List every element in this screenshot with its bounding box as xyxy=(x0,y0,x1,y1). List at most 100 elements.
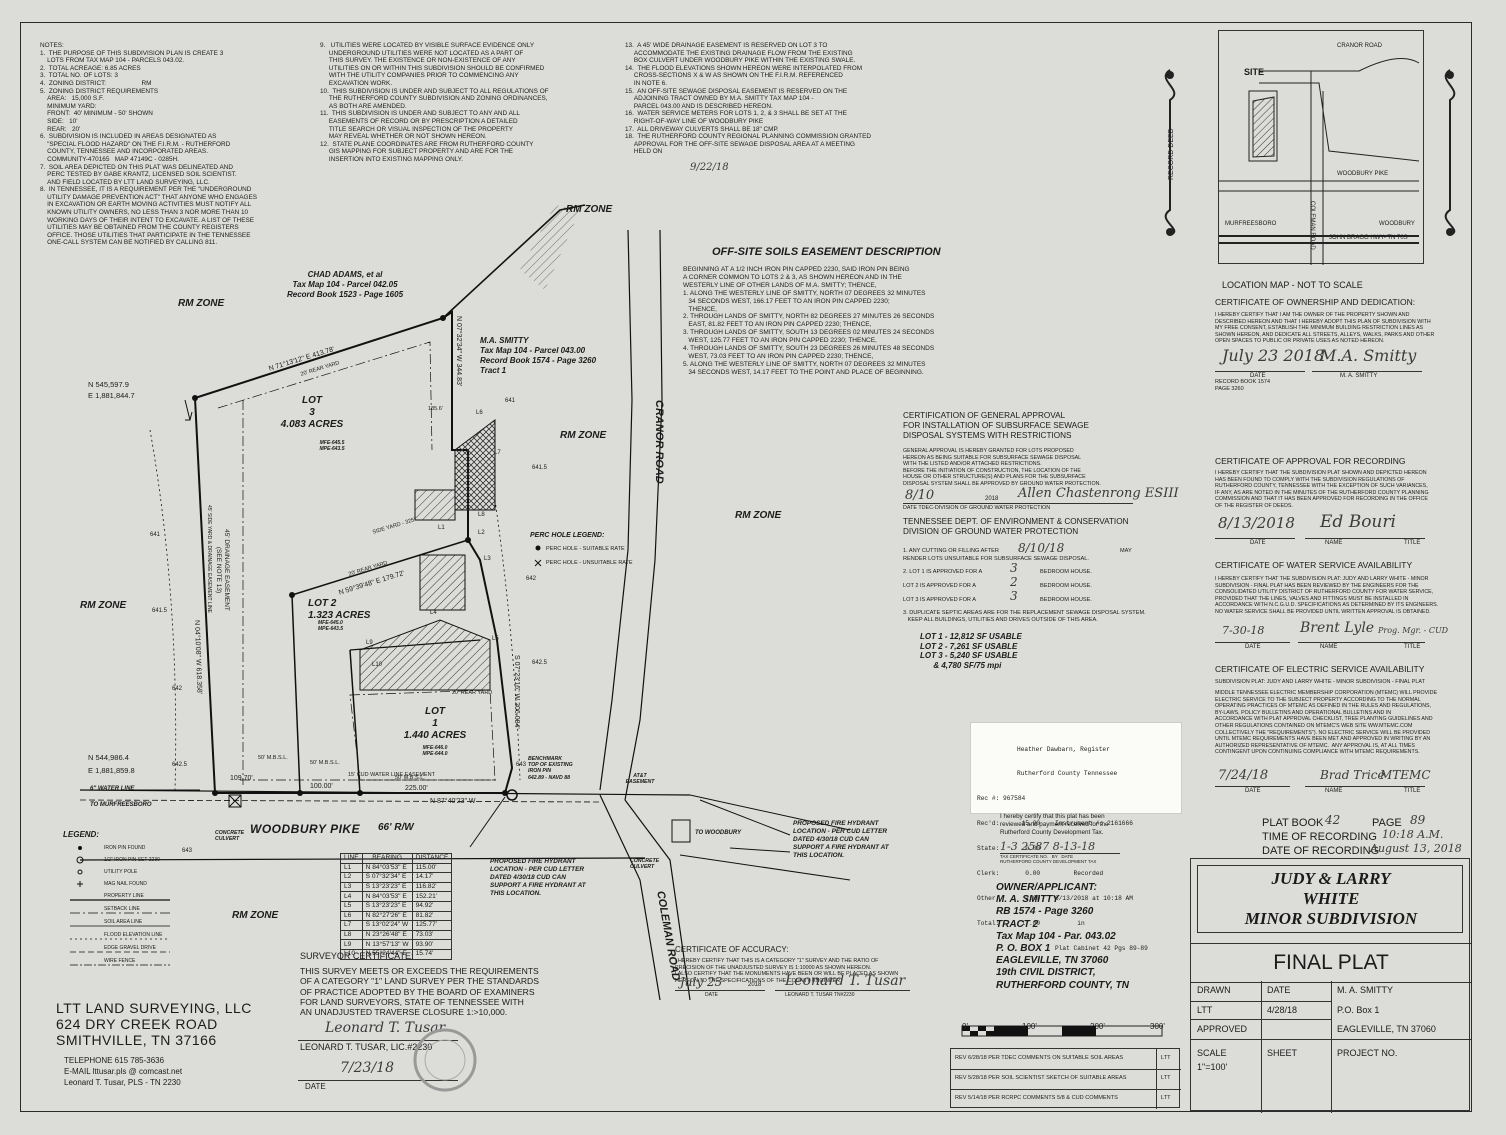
rear-yard-lot1: 20' REAR YARD xyxy=(452,690,493,696)
cert-electric-name-label: NAME xyxy=(1325,788,1343,794)
line-table-cell-distance: 152.21' xyxy=(411,891,453,902)
scale-value: 1"=100' xyxy=(1197,1062,1228,1072)
lot-2-elev: MFE-645.0 MPE-643.5 xyxy=(318,620,344,632)
line-table-cell-line: L3 xyxy=(340,881,363,893)
line-table-cell-bearing: N 84°03'53" E xyxy=(361,891,413,902)
location-cranor-road: CRANOR ROAD xyxy=(1337,43,1383,49)
legend-item-3: UTILITY POLE xyxy=(104,869,138,875)
cert-electric-subtitle: SUBDIVISION PLAT: JUDY AND LARRY WHITE -… xyxy=(1215,679,1425,685)
owner-line-8: RUTHERFORD COUNTY, TN xyxy=(996,979,1129,991)
tdec-dept: TENNESSEE DEPT. OF ENVIRONMENT & CONSERV… xyxy=(903,517,1129,537)
line-table-header-bearing: BEARING xyxy=(361,853,413,864)
surveyor-sig-line xyxy=(298,1040,458,1041)
contour-641-west: 641 xyxy=(150,532,161,538)
contour-642-east: 642 xyxy=(526,576,537,582)
sheet-label: SHEET xyxy=(1267,1048,1298,1058)
accuracy-title: CERTIFICATE OF ACCURACY: xyxy=(675,945,789,954)
cert-water-title-signature: Prog. Mgr. - CUD xyxy=(1378,626,1449,635)
distance-100: 100.00' xyxy=(310,783,333,790)
att-easement-label: AT&T EASEMENT xyxy=(625,773,655,786)
cert-water-date-line xyxy=(1215,642,1290,643)
line-table-cell-distance: 15.74' xyxy=(411,948,453,960)
cert-water-title-label: TITLE xyxy=(1404,644,1421,650)
cert-ownership-date-signature: July 23 2018 xyxy=(1222,346,1325,365)
tdec-sig-caption: DATE TDEC-DIVISION OF GROUND WATER PROTE… xyxy=(903,505,1051,511)
cert-approval-name-line xyxy=(1305,538,1425,539)
surveyor-name: LEONARD T. TUSAR, LIC.#2230 xyxy=(300,1042,433,1052)
location-john-bragg: JOHN BRAGG HWY- TN 70S xyxy=(1329,235,1408,241)
record-deed-ornament xyxy=(1164,69,1176,236)
date-label: DATE xyxy=(1267,985,1291,995)
line-table-cell-distance: 14.17' xyxy=(411,872,453,883)
line-table-cell-line: L1 xyxy=(340,862,363,874)
msbl-label-3: 50' M.B.S.L. xyxy=(395,775,425,781)
line-table-cell-distance: 93.90' xyxy=(411,939,453,950)
revision-3-by: LTT xyxy=(1161,1095,1171,1101)
scale-bar xyxy=(961,1025,1163,1037)
to-woodbury: TO WOODBURY xyxy=(695,830,742,836)
right-ornament xyxy=(1444,69,1456,236)
cert-approval-body: I HEREBY CERTIFY THAT THE SUBDIVISION PL… xyxy=(1215,470,1429,509)
line-table-cell-line: L5 xyxy=(340,900,363,912)
cert-ownership-date-line xyxy=(1215,371,1305,372)
fire-hydrant-west: PROPOSED FIRE HYDRANT LOCATION - PER CUD… xyxy=(490,858,586,897)
tdec-item1-date: 8/10/18 xyxy=(1018,541,1065,555)
bearing-east: N 07°32'34" W 344.83' xyxy=(455,316,462,387)
line-table-header-line: LINE xyxy=(340,853,363,864)
cert-approval-date-label: DATE xyxy=(1250,540,1266,546)
cud-easement-label: 15' CUD WATER LINE EASEMENT xyxy=(348,772,435,778)
culvert-west: CONCRETE CULVERT xyxy=(215,830,245,843)
owner-line-5: P. O. BOX 1 xyxy=(996,943,1051,955)
accuracy-signature: Leonard T. Tusar xyxy=(785,973,906,989)
notes-column-2: 9. UTILITIES WERE LOCATED BY VISIBLE SUR… xyxy=(320,42,549,163)
tdec-item1-may: MAY xyxy=(1120,548,1132,554)
register-line-9: Plat Cabinet 42 Pgs 89-89 xyxy=(977,944,1148,952)
cert-approval-date-signature: 8/13/2018 xyxy=(1218,514,1295,532)
location-map-graphic xyxy=(1219,58,1420,265)
company-addr1: 624 DRY CREEK ROAD xyxy=(56,1016,218,1032)
surveyor-title: SURVEYOR CERTIFICATE: xyxy=(300,951,414,961)
line-table-cell-distance: 94.92' xyxy=(411,900,453,912)
line-l5: L5 xyxy=(492,636,499,642)
accuracy-body: I HEREBY CERTIFY THAT THIS IS A CATEGORY… xyxy=(675,958,899,984)
perc-legend-title: PERC HOLE LEGEND: xyxy=(530,532,605,539)
register-line-1: Heather Dawbarn, Register xyxy=(1017,745,1110,753)
revision-1: REV 6/28/18 PER TDEC COMMENTS ON SUITABL… xyxy=(955,1055,1124,1061)
register-line-3: Rec #: 967584 xyxy=(977,795,1026,803)
rm-zone-east: RM ZONE xyxy=(560,430,607,441)
rm-zone-south: RM ZONE xyxy=(232,910,279,921)
company-contact: TELEPHONE 615 785-3636 E-MAIL lttusar.pl… xyxy=(64,1055,182,1088)
surveyor-body: THIS SURVEY MEETS OR EXCEEDS THE REQUIRE… xyxy=(300,966,539,1018)
perc-ok-label: PERC HOLE - SUITABLE RATE xyxy=(546,546,625,552)
cert-water-title: CERTIFICATE OF WATER SERVICE AVAILABILIT… xyxy=(1215,560,1413,570)
register-line-4: Rec'd: 15.00 Instrument #: 2161666 xyxy=(977,820,1133,828)
location-woodbury-pike: WOODBURY PIKE xyxy=(1337,171,1389,177)
owner-block: OWNER/APPLICANT: M. A. SMITTY RB 1574 - … xyxy=(996,882,1129,992)
register-line-7: Other: 2.00 8/13/2018 at 10:18 AM xyxy=(977,894,1133,902)
title-owner: M. A. SMITTY xyxy=(1337,985,1394,995)
title-owner-addr1: P.O. Box 1 xyxy=(1337,1005,1380,1015)
register-line-6: Clerk: 0.00 Recorded xyxy=(977,870,1104,878)
line-table-cell-bearing: S 13°23'23" E xyxy=(361,881,413,893)
company-name: LTT LAND SURVEYING, LLC xyxy=(56,1000,252,1016)
cert-electric-date-label: DATE xyxy=(1245,788,1261,794)
woodbury-pike-label: WOODBURY PIKE xyxy=(250,822,361,836)
tdec-item1: 1. ANY CUTTING OR FILLING AFTER xyxy=(903,548,999,554)
rm-zone-north: RM ZONE xyxy=(566,204,613,215)
plat-book-value: 42 xyxy=(1325,813,1341,827)
lot-3-label: LOT 3 4.083 ACRES xyxy=(280,395,344,430)
tdec-item1-cont: RENDER LOTS UNSUITABLE FOR SUBSURFACE SE… xyxy=(903,556,1089,562)
rm-zone-west: RM ZONE xyxy=(80,600,127,611)
cert-electric-date-line xyxy=(1215,786,1290,787)
cert-water-date-label: DATE xyxy=(1245,644,1261,650)
scale-200: 200' xyxy=(1090,1022,1105,1031)
